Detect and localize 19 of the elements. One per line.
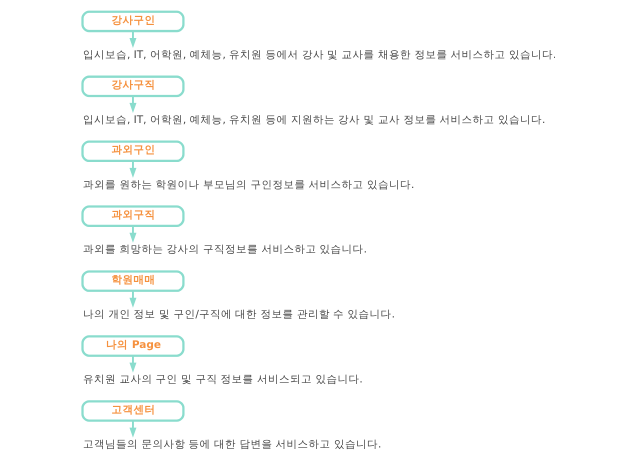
node-text: 고객님들의 문의사항 등에 대한 답변을 서비스하고 있습니다.: [82, 438, 382, 450]
node-box: 강사구인: [81, 10, 185, 32]
node-text: 과외를 원하는 학원이나 부모님의 구인정보를 서비스하고 있습니다.: [82, 178, 414, 191]
arrow: [129, 226, 136, 243]
node-box: 과외구직: [81, 205, 185, 227]
node-text: 나의 개인 정보 및 구인/구직에 대한 정보를 관리할 수 있습니다.: [82, 308, 395, 321]
node-box: 학원매매: [81, 270, 185, 292]
arrow: [129, 96, 136, 113]
node-text: 입시보습, IT, 어학원, 예체능, 유치원 등에서 강사 및 교사를 채용한 정보를 서비스하고 있습니다.: [82, 48, 556, 61]
node-text: 유치원 교사의 구인 및 구직 정보를 서비스되고 있습니다.: [82, 374, 363, 386]
node-box: 나의 Page: [81, 335, 185, 357]
node-box: 고객센터: [81, 400, 185, 422]
arrow: [129, 161, 136, 178]
node-box: 강사구직: [81, 76, 185, 98]
node-text: 과외를 희망하는 강사의 구직정보를 서비스하고 있습니다.: [82, 244, 368, 256]
arrow: [129, 31, 136, 48]
node-text: 입시보습, IT, 어학원, 예체능, 유치원 등에 지원하는 강사 및 교사 정보를 서비스하고 있습니다.: [82, 114, 546, 126]
arrow: [129, 420, 136, 438]
node-box: 과외구인: [81, 140, 185, 162]
